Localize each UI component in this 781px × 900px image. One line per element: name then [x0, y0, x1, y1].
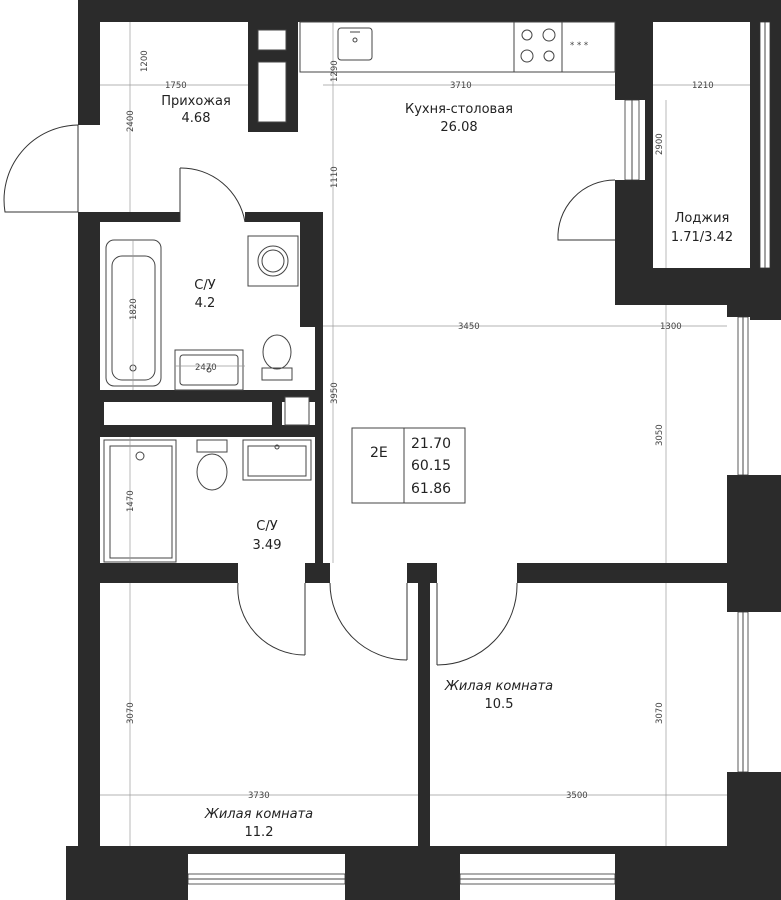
dim-loggia-width: 1210 — [692, 81, 714, 91]
bathtub-icon — [105, 239, 162, 387]
dim-bath-height: 1820 — [129, 298, 139, 320]
sink-icon — [242, 439, 312, 481]
room-area-kitchen: 26.08 — [440, 120, 477, 135]
room-name-bath2: С/У — [256, 519, 277, 534]
windows — [187, 21, 771, 885]
room-labels: Прихожая 4.68 Кухня-столовая 26.08 Лоджи… — [161, 94, 733, 840]
dim-room-height-left: 3070 — [126, 702, 136, 724]
badge-living-area: 21.70 — [411, 436, 451, 452]
dim-kitchen-top: 1290 — [330, 60, 340, 82]
room-name-hall: Прихожая — [161, 94, 231, 109]
dim-room-height-right: 3070 — [655, 702, 665, 724]
badge-total-area-with-loggia: 61.86 — [411, 481, 451, 497]
washing-machine-icon — [247, 235, 299, 287]
svg-text:* * *: * * * — [570, 41, 588, 51]
room-area-living2: 11.2 — [245, 825, 274, 840]
room-name-loggia: Лоджия — [675, 211, 730, 226]
dim-kitchen-v1: 1110 — [330, 166, 340, 188]
dim-loggia-height: 2900 — [655, 133, 665, 155]
dim-room-width-left: 3730 — [248, 791, 270, 801]
room-area-hall: 4.68 — [182, 111, 211, 126]
sink-icon — [174, 349, 244, 391]
doors — [3, 124, 616, 666]
dim-mid-right: 1300 — [660, 322, 682, 332]
fixtures: * * * — [103, 21, 616, 563]
dim-hall-v-top: 1200 — [140, 50, 150, 72]
dim-room-width-right: 3500 — [566, 791, 588, 801]
dim-right-height: 3050 — [655, 424, 665, 446]
dim-hall-width: 1750 — [165, 81, 187, 91]
bathtub-icon — [103, 439, 177, 563]
toilet-icon — [196, 439, 228, 491]
dim-bath2-height: 1470 — [126, 490, 136, 512]
dimension-lines — [100, 22, 750, 846]
dim-kitchen-v2: 3950 — [330, 382, 340, 404]
dim-kitchen-width: 3710 — [450, 81, 472, 91]
dim-mid-width: 3450 — [458, 322, 480, 332]
room-area-bath1: 4.2 — [195, 296, 216, 311]
dim-bath-width: 2470 — [195, 363, 217, 373]
sink-icon — [337, 27, 373, 61]
kitchen-counter — [299, 21, 616, 73]
dim-hall-v: 2400 — [126, 110, 136, 132]
walls — [66, 0, 781, 900]
room-name-bath1: С/У — [194, 278, 215, 293]
area-badge: 2Е 21.70 60.15 61.86 — [351, 427, 466, 504]
toilet-icon — [261, 334, 293, 381]
room-name-living2: Жилая комната — [204, 807, 313, 822]
stove-icon — [513, 21, 563, 73]
room-area-bath2: 3.49 — [253, 538, 282, 553]
room-name-kitchen: Кухня-столовая — [405, 102, 513, 117]
room-name-living1: Жилая комната — [444, 679, 553, 694]
badge-total-area: 60.15 — [411, 458, 451, 474]
room-area-loggia: 1.71/3.42 — [671, 230, 733, 245]
badge-type: 2Е — [370, 445, 388, 461]
room-area-living1: 10.5 — [485, 697, 514, 712]
dimension-labels: 1750 1200 2400 1290 3710 1110 3950 1210 … — [126, 50, 714, 801]
